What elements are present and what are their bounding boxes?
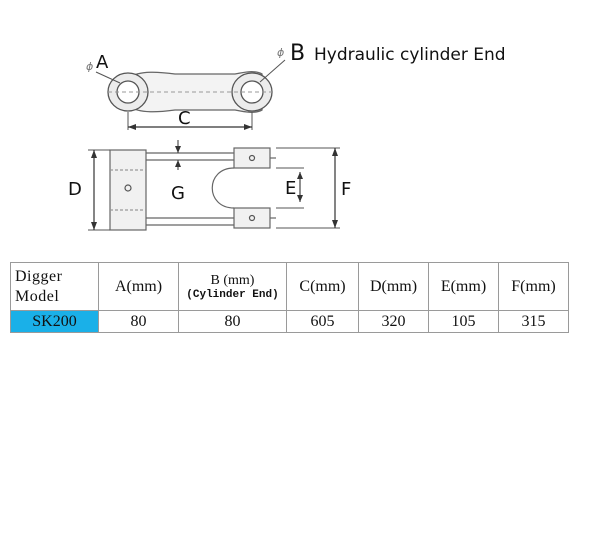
label-g: G: [171, 183, 185, 204]
label-b-description: Hydraulic cylinder End: [314, 45, 506, 65]
header-model: Digger Model: [10, 262, 99, 311]
cell-b: 80: [178, 310, 287, 333]
cell-model: SK200: [10, 310, 99, 333]
cell-e: 105: [428, 310, 499, 333]
spec-table: Digger Model A(mm) B (mm) (Cylinder End)…: [10, 262, 569, 333]
label-b: B: [290, 41, 305, 66]
header-f: F(mm): [498, 262, 569, 311]
label-a: A: [96, 52, 109, 73]
header-d: D(mm): [358, 262, 429, 311]
side-view: [88, 140, 340, 231]
cell-f: 315: [498, 310, 569, 333]
header-e: E(mm): [428, 262, 499, 311]
phi-b-symbol: ϕ: [277, 46, 284, 59]
phi-a-symbol: ϕ: [86, 60, 93, 73]
cell-a: 80: [98, 310, 179, 333]
cell-d: 320: [358, 310, 429, 333]
header-b: B (mm) (Cylinder End): [178, 262, 287, 311]
label-f: F: [341, 179, 351, 200]
header-c: C(mm): [286, 262, 359, 311]
label-e: E: [285, 178, 296, 199]
table-header-row: Digger Model A(mm) B (mm) (Cylinder End)…: [10, 262, 569, 311]
table-row: SK200 80 80 605 320 105 315: [10, 310, 569, 333]
header-b-sub: (Cylinder End): [186, 288, 279, 301]
label-d: D: [68, 179, 82, 200]
label-c: C: [178, 108, 191, 129]
linkage-diagram: ϕ A ϕ B Hydraulic cylinder End C: [68, 41, 506, 231]
header-a: A(mm): [98, 262, 179, 311]
top-view: [95, 59, 286, 130]
header-b-main: B (mm): [210, 272, 255, 288]
cell-c: 605: [286, 310, 359, 333]
